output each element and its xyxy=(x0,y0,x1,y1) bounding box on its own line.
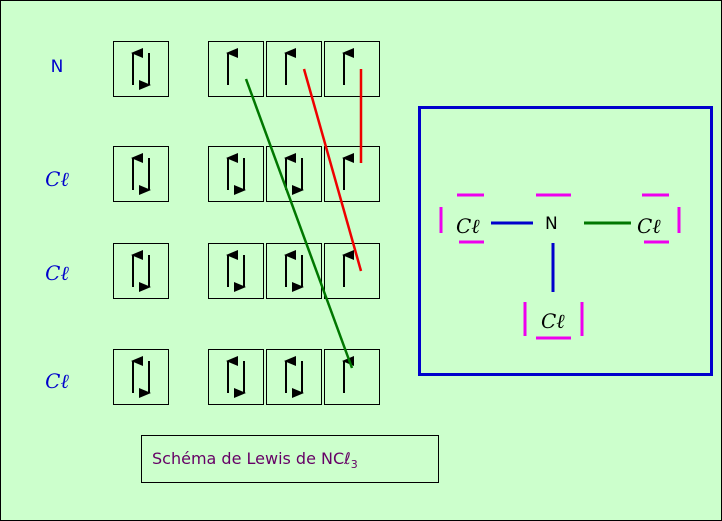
lewis-atom-cl-bottom: Cℓ xyxy=(541,309,565,333)
bond-line-red-diagonal xyxy=(302,68,363,272)
lewis-structure: Cℓ N Cℓ Cℓ xyxy=(439,193,681,340)
lone-pairs xyxy=(439,193,681,340)
atom-label-cl-1: Cℓ xyxy=(45,167,69,191)
atom-label-cl-3: Cℓ xyxy=(45,369,69,393)
caption-text: Schéma de Lewis de NCℓ xyxy=(152,449,351,468)
caption-box: Schéma de Lewis de NCℓ3 xyxy=(141,435,439,483)
atom-label-n: N xyxy=(50,57,64,77)
caption: Schéma de Lewis de NCℓ3 xyxy=(152,449,358,471)
lewis-atom-cl-left: Cℓ xyxy=(456,214,480,238)
caption-subscript: 3 xyxy=(350,458,358,472)
lewis-structure-frame: Cℓ N Cℓ Cℓ xyxy=(418,106,713,376)
lewis-atom-n: N xyxy=(545,214,558,234)
bond-line-green-diagonal xyxy=(244,78,354,369)
atom-label-cl-2: Cℓ xyxy=(45,261,69,285)
lewis-atom-cl-right: Cℓ xyxy=(637,214,661,238)
